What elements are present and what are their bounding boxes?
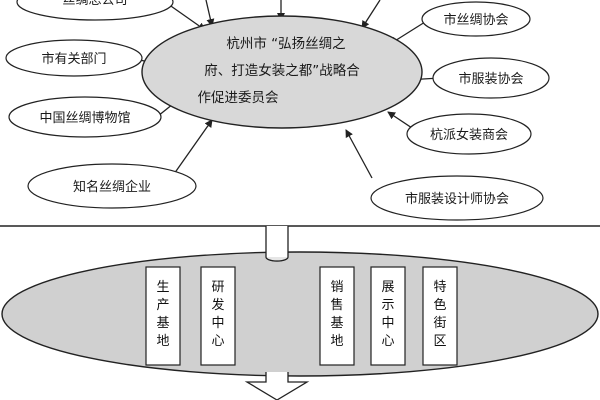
base-box-char: 心 [381, 334, 394, 349]
base-box-frame [319, 266, 355, 366]
base-box-char: 产 [156, 298, 169, 313]
base-box-char: 生 [156, 280, 169, 295]
base-box-char: 中 [381, 316, 394, 331]
base-box-char: 地 [330, 334, 343, 349]
partner-label-silk-museum: 中国丝绸博物馆 [39, 111, 130, 126]
base-box-char: 基 [156, 316, 169, 331]
center-label-line-1: 杭州市 “弘扬丝绸之 [226, 35, 345, 52]
base-box-char: 色 [433, 297, 446, 313]
base-box-char: 地 [156, 334, 169, 349]
base-box-char: 展 [381, 280, 394, 295]
base-box-char: 研 [211, 280, 224, 295]
base-box-char: 基 [330, 316, 343, 331]
base-box-frame [145, 266, 181, 366]
partner-label-silk-enterprises: 知名丝绸企业 [73, 179, 151, 195]
partner-node-city-departments [5, 39, 143, 77]
base-box-char: 销 [330, 280, 343, 295]
partner-label-designer-association: 市服装设计师协会 [405, 191, 509, 207]
partner-node-womenswear-chamber [406, 113, 532, 155]
base-box-frame [370, 266, 406, 366]
center-label-line-3: 作促进委员会 [198, 90, 279, 106]
base-box-char: 心 [211, 334, 224, 349]
partner-node-silk-company [16, 0, 174, 21]
partner-node-designer-association [370, 175, 544, 221]
partner-node-silk-museum [8, 96, 162, 138]
partner-node-silk-enterprises [27, 163, 197, 209]
partner-label-silk-association: 市丝绸协会 [443, 12, 508, 28]
partner-label-apparel-association: 市服装协会 [458, 71, 523, 87]
center-label-line-2: 府、打造女装之都”战略合 [204, 62, 360, 79]
center-node [141, 15, 423, 129]
arrow-from-silk-company [167, 3, 206, 31]
arrow-top-1 [205, 0, 215, 27]
arrow-from-silk-enterprises [173, 119, 213, 175]
partners [5, 0, 550, 221]
base-box-char: 特 [433, 280, 446, 295]
platform-ellipse [1, 251, 599, 377]
base-box-char: 中 [211, 316, 224, 331]
base-box-char: 示 [381, 298, 394, 313]
partner-labels: 丝绸总公司 市有关部门 中国丝绸博物馆 知名丝绸企业 市丝绸协会 市服装协会 杭… [39, 0, 523, 207]
base-box-frame [200, 266, 236, 366]
base-box-char: 售 [330, 297, 343, 313]
base-box-char: 发 [211, 297, 224, 313]
partner-label-womenswear-chamber: 杭派女装商会 [430, 127, 508, 143]
arrow-from-designer-association [345, 129, 373, 179]
partner-node-silk-association [421, 1, 531, 37]
base-box-frame [422, 266, 458, 366]
center-label: 杭州市 “弘扬丝绸之 府、打造女装之都”战略合 作促进委员会 [198, 35, 361, 106]
base-box-char: 区 [433, 334, 446, 349]
arrow-head [244, 372, 310, 400]
arrow-shaft-top [265, 226, 289, 262]
partner-label-silk-company: 丝绸总公司 [62, 0, 127, 8]
arrow-shaft-cap [265, 256, 289, 262]
base-box-char: 街 [433, 316, 446, 331]
partner-node-apparel-association [432, 57, 550, 99]
arrow-top-3 [361, 0, 381, 29]
partner-label-city-departments: 市有关部门 [41, 51, 106, 67]
